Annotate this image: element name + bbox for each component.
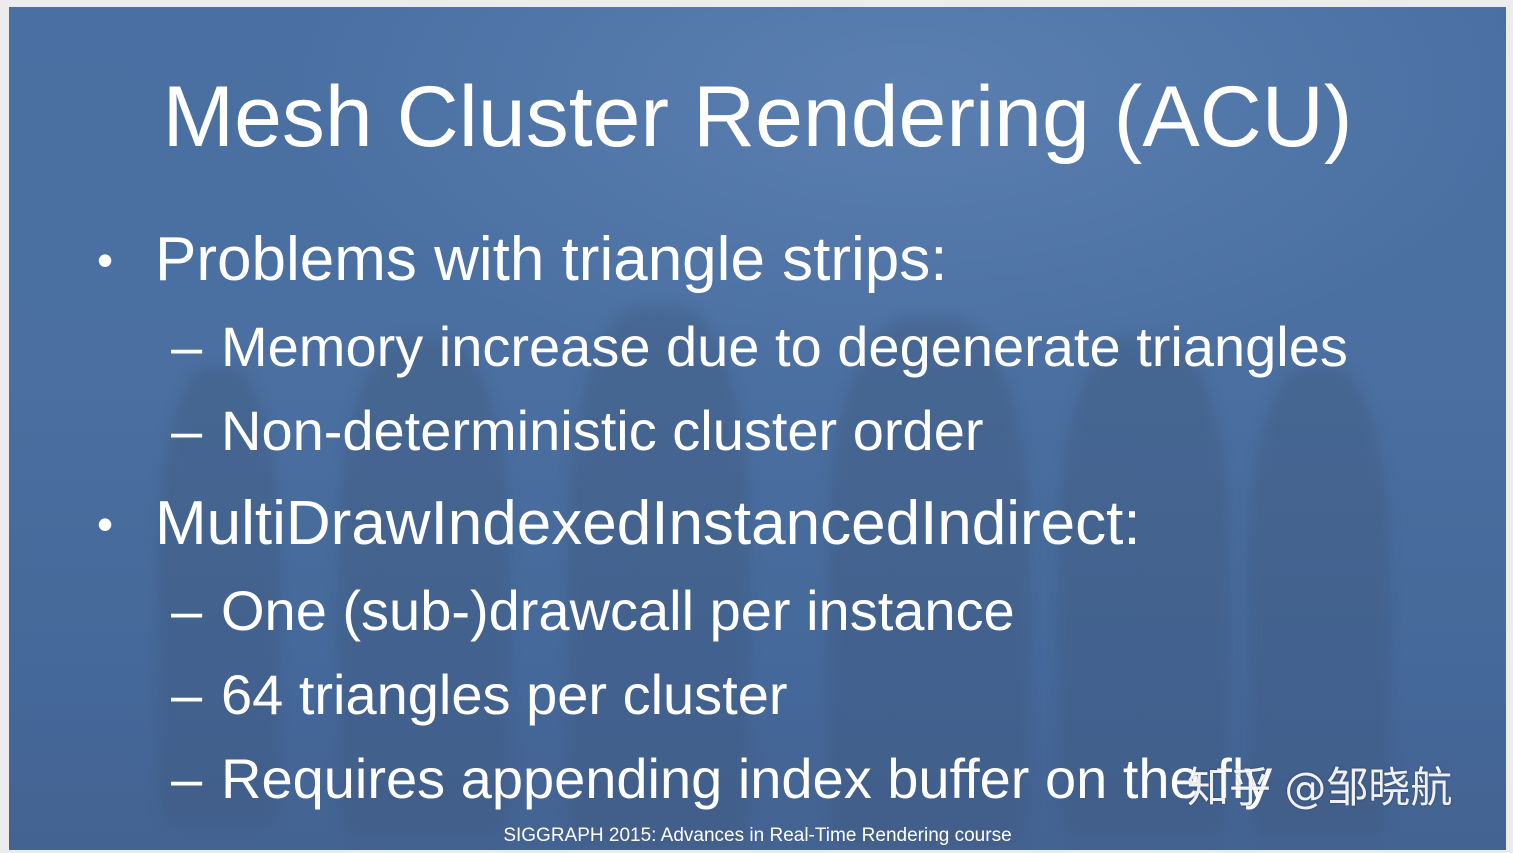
sub-bullet-item: –Requires appending index buffer on the … (171, 747, 1272, 811)
slide-title: Mesh Cluster Rendering (ACU) (162, 69, 1353, 165)
sub-bullet-text: One (sub-)drawcall per instance (221, 579, 1015, 642)
sub-bullet-text: Requires appending index buffer on the f… (221, 747, 1273, 810)
background-figure (339, 337, 509, 837)
sub-bullet-item: –64 triangles per cluster (171, 663, 788, 727)
background-ground (9, 670, 1506, 850)
watermark: 知乎 @邹晓航 (1187, 763, 1453, 812)
sub-bullet-dash: – (171, 747, 203, 810)
sub-bullet-item: –One (sub-)drawcall per instance (171, 579, 1015, 643)
slide-footer: SIGGRAPH 2015: Advances in Real-Time Ren… (503, 825, 1012, 846)
sub-bullet-dash: – (171, 663, 203, 726)
bullet-text: Problems with triangle strips: (155, 225, 948, 294)
sub-bullet-text: Memory increase due to degenerate triang… (221, 315, 1348, 378)
sub-bullet-dash: – (171, 315, 203, 378)
bullet-dot: • (97, 234, 114, 286)
sub-bullet-dash: – (171, 399, 203, 462)
background-figure (159, 367, 279, 827)
sub-bullet-item: –Non-deterministic cluster order (171, 399, 983, 463)
sub-bullet-item: –Memory increase due to degenerate trian… (171, 315, 1348, 379)
background-figure (1249, 367, 1389, 837)
background-figure (1059, 337, 1229, 837)
background-figure (829, 317, 1029, 847)
bullet-text: MultiDrawIndexedInstancedIndirect: (155, 489, 1141, 558)
sub-bullet-text: 64 triangles per cluster (221, 663, 788, 726)
sub-bullet-text: Non-deterministic cluster order (221, 399, 984, 462)
bullet-dot: • (97, 498, 114, 550)
sub-bullet-dash: – (171, 579, 203, 642)
slide: Mesh Cluster Rendering (ACU) • Problems … (9, 7, 1506, 850)
background-figure (569, 307, 749, 847)
